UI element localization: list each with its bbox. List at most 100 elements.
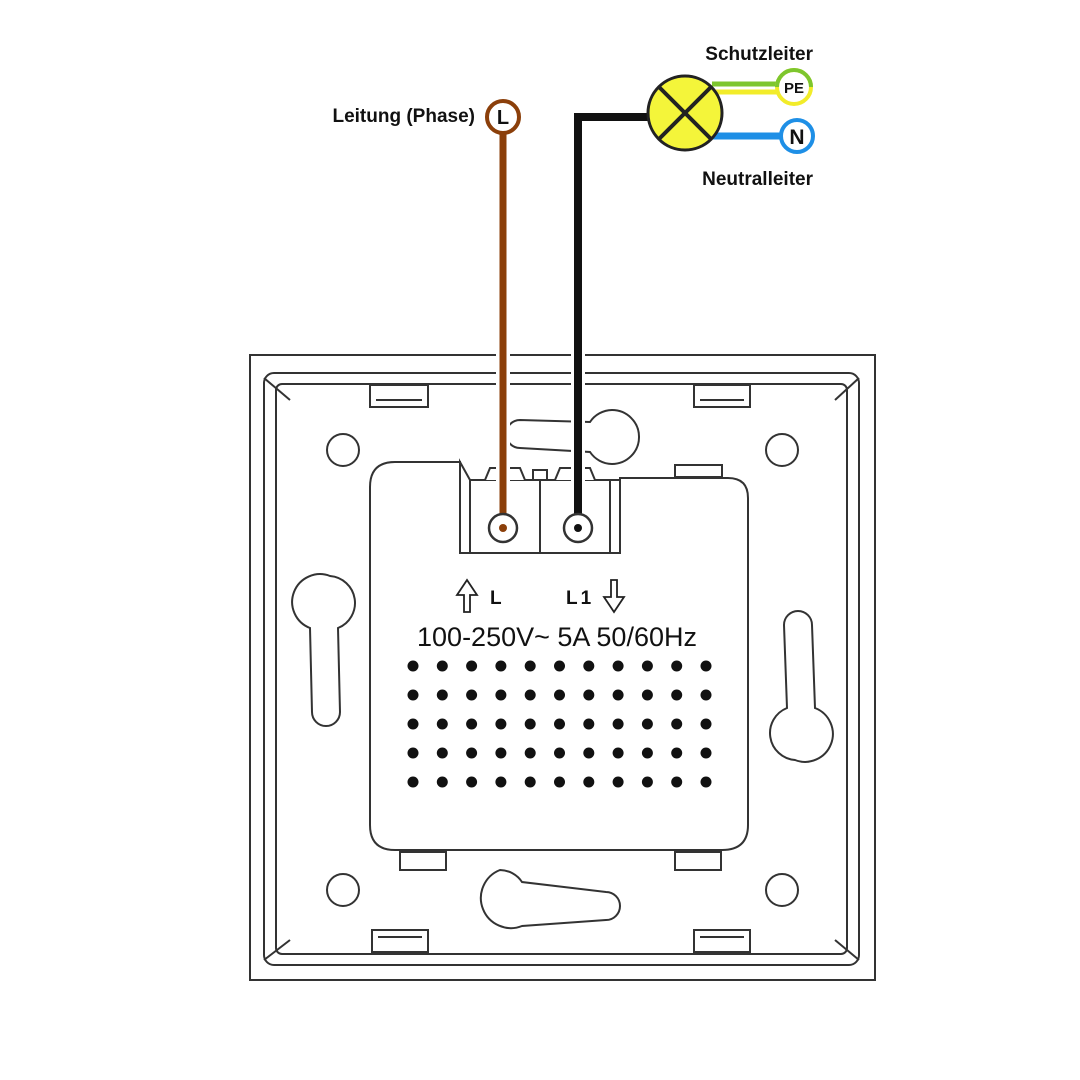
middle-frame bbox=[263, 372, 860, 966]
outer-frame bbox=[249, 354, 876, 981]
vent-dot bbox=[671, 747, 683, 759]
vent-dot bbox=[524, 747, 536, 759]
earth-wire bbox=[712, 81, 786, 95]
phase-label: Leitung (Phase) bbox=[332, 106, 475, 127]
inner-frame bbox=[275, 383, 848, 955]
frame-clips bbox=[369, 384, 751, 953]
clip bbox=[693, 929, 751, 953]
corner-line bbox=[834, 939, 860, 961]
vent-dot bbox=[700, 660, 712, 672]
terminal-center-tab[interactable] bbox=[532, 469, 548, 481]
terminal-phase-icon: L bbox=[485, 99, 521, 135]
switched-wire bbox=[571, 110, 660, 528]
vent-dot bbox=[700, 747, 712, 759]
screw-hole bbox=[765, 433, 799, 467]
vent-dot bbox=[612, 776, 624, 788]
clip bbox=[399, 851, 447, 871]
vent-dot bbox=[612, 718, 624, 730]
vent-dot bbox=[524, 718, 536, 730]
vent-dot bbox=[554, 660, 565, 672]
vent-dot bbox=[641, 747, 653, 759]
screw-hole bbox=[765, 873, 799, 907]
clip bbox=[369, 384, 429, 408]
clip bbox=[371, 929, 429, 953]
vent-dot bbox=[583, 660, 595, 672]
vent-dot bbox=[407, 689, 419, 701]
vent-dot bbox=[583, 747, 595, 759]
vent-dot bbox=[407, 718, 419, 730]
wire-end-l1 bbox=[574, 524, 582, 532]
device-rating: 100-250V~ 5A 50/60Hz bbox=[417, 622, 697, 652]
vent-dot bbox=[495, 660, 507, 672]
vent-dot bbox=[583, 689, 595, 701]
screw-hole bbox=[326, 433, 360, 467]
vent-dot bbox=[466, 718, 478, 730]
terminal-phase-label: L bbox=[497, 107, 509, 129]
terminal-block bbox=[459, 458, 621, 554]
switch-frame bbox=[249, 354, 876, 981]
vent-dot bbox=[554, 747, 565, 759]
vent-dot bbox=[524, 660, 536, 672]
vent-dot bbox=[612, 689, 624, 701]
earth-label: Schutzleiter bbox=[705, 44, 813, 65]
vent-dot bbox=[700, 718, 712, 730]
clip bbox=[674, 851, 722, 871]
vent-dot bbox=[436, 718, 448, 730]
corner-line bbox=[834, 377, 860, 401]
arrow-down-icon bbox=[602, 579, 626, 614]
vent-dot bbox=[641, 660, 653, 672]
vent-dot bbox=[407, 660, 419, 672]
vent-dot bbox=[436, 689, 448, 701]
vent-dot bbox=[641, 718, 653, 730]
vent-dot bbox=[671, 689, 683, 701]
vent-dot bbox=[495, 689, 507, 701]
corner-line bbox=[263, 377, 291, 401]
vent-dot bbox=[612, 747, 624, 759]
lamp-cross-icon bbox=[646, 74, 724, 152]
vent-dot bbox=[407, 776, 419, 788]
terminal-neutral-icon: N bbox=[779, 118, 815, 154]
vent-dot bbox=[554, 776, 565, 788]
vent-dot bbox=[583, 776, 595, 788]
vent-dot bbox=[407, 747, 419, 759]
corner-line bbox=[263, 939, 291, 961]
mounting-holes bbox=[326, 433, 799, 907]
neutral-label: Neutralleiter bbox=[702, 169, 813, 190]
vent-dot bbox=[495, 776, 507, 788]
vent-dot bbox=[583, 718, 595, 730]
terminal-neutral-label: N bbox=[789, 126, 804, 149]
vent-dot bbox=[671, 660, 683, 672]
device-output-label: L1 bbox=[566, 588, 594, 609]
vent-dot bbox=[436, 660, 448, 672]
wire-end-l bbox=[499, 524, 507, 532]
vent-dot bbox=[466, 660, 478, 672]
terminal-pe-label: PE bbox=[784, 80, 804, 97]
vent-dot bbox=[641, 689, 653, 701]
vent-dot bbox=[436, 776, 448, 788]
vent-dot bbox=[495, 747, 507, 759]
vent-dot bbox=[466, 747, 478, 759]
vent-grid bbox=[407, 660, 712, 788]
clip bbox=[693, 384, 751, 408]
keyhole-right bbox=[769, 610, 834, 763]
vent-dot bbox=[436, 747, 448, 759]
vent-dot bbox=[671, 718, 683, 730]
vent-dot bbox=[554, 689, 565, 701]
vent-dot bbox=[700, 689, 712, 701]
keyhole-left bbox=[291, 573, 356, 727]
vent-dot bbox=[612, 660, 624, 672]
device-module bbox=[369, 461, 749, 851]
vent-dot bbox=[495, 718, 507, 730]
vent-dot bbox=[524, 689, 536, 701]
keyhole-bottom bbox=[479, 868, 621, 929]
vent-dot bbox=[466, 776, 478, 788]
vent-dot bbox=[466, 689, 478, 701]
device-input-label: L bbox=[490, 588, 502, 609]
vent-dot bbox=[671, 776, 683, 788]
vent-dot bbox=[700, 776, 712, 788]
arrow-up-icon bbox=[455, 578, 479, 613]
vent-dot bbox=[641, 776, 653, 788]
vent-dot bbox=[554, 718, 565, 730]
screw-hole bbox=[326, 873, 360, 907]
